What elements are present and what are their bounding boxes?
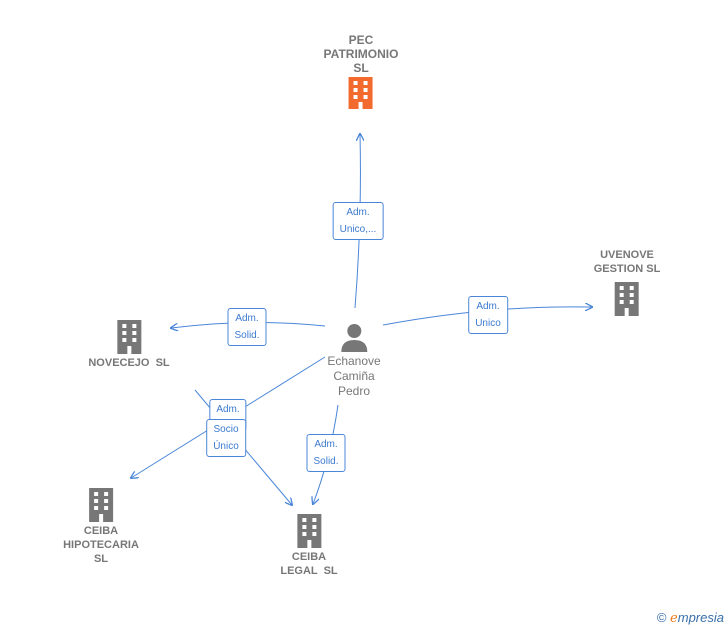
node-label: LEGAL SL: [280, 565, 338, 577]
node-label: Camiña: [333, 369, 375, 383]
edge-label-novecejo: Adm.Solid.: [227, 308, 267, 346]
node-person-echanove[interactable]: Echanove Camiña Pedro: [327, 322, 381, 399]
brand-rest: mpresia: [677, 610, 724, 625]
node-label: PEC: [348, 33, 374, 47]
building-icon: [297, 514, 321, 548]
edge-label-ceiba-legal: Adm.Solid.: [306, 434, 346, 472]
node-label: Echanove: [327, 354, 381, 368]
node-label: SL: [353, 61, 369, 75]
node-ceiba-hipotecaria[interactable]: CEIBA HIPOTECARIA SL: [63, 486, 139, 566]
copyright-icon: ©: [656, 610, 667, 625]
node-label: GESTION SL: [593, 263, 661, 275]
edge-label-uvenove: Adm.Unico: [468, 296, 508, 334]
node-label: CEIBA: [291, 551, 327, 563]
node-pec-patrimonio[interactable]: PEC PATRIMONIO SL: [323, 33, 399, 111]
edge-label-pec: Adm.Unico,...: [332, 202, 384, 240]
empresia-logo: © empresia: [657, 610, 724, 626]
node-label: Pedro: [337, 384, 371, 398]
node-label: CEIBA: [83, 525, 119, 537]
person-icon: [341, 324, 367, 352]
node-ceiba-legal[interactable]: CEIBA LEGAL SL: [280, 512, 338, 578]
building-icon: [116, 320, 141, 354]
node-uvenove-gestion[interactable]: UVENOVE GESTION SL: [593, 248, 661, 318]
node-label: HIPOTECARIA: [63, 539, 139, 551]
node-label: UVENOVE: [600, 249, 654, 261]
node-label: NOVECEJO SL: [88, 357, 170, 369]
node-label: SL: [93, 553, 109, 565]
building-icon: [348, 77, 373, 109]
building-icon: [615, 282, 639, 316]
building-icon: [89, 488, 113, 522]
brand-e: e: [670, 611, 678, 626]
node-novecejo[interactable]: NOVECEJO SL: [88, 318, 170, 370]
node-label: PATRIMONIO: [323, 47, 399, 61]
